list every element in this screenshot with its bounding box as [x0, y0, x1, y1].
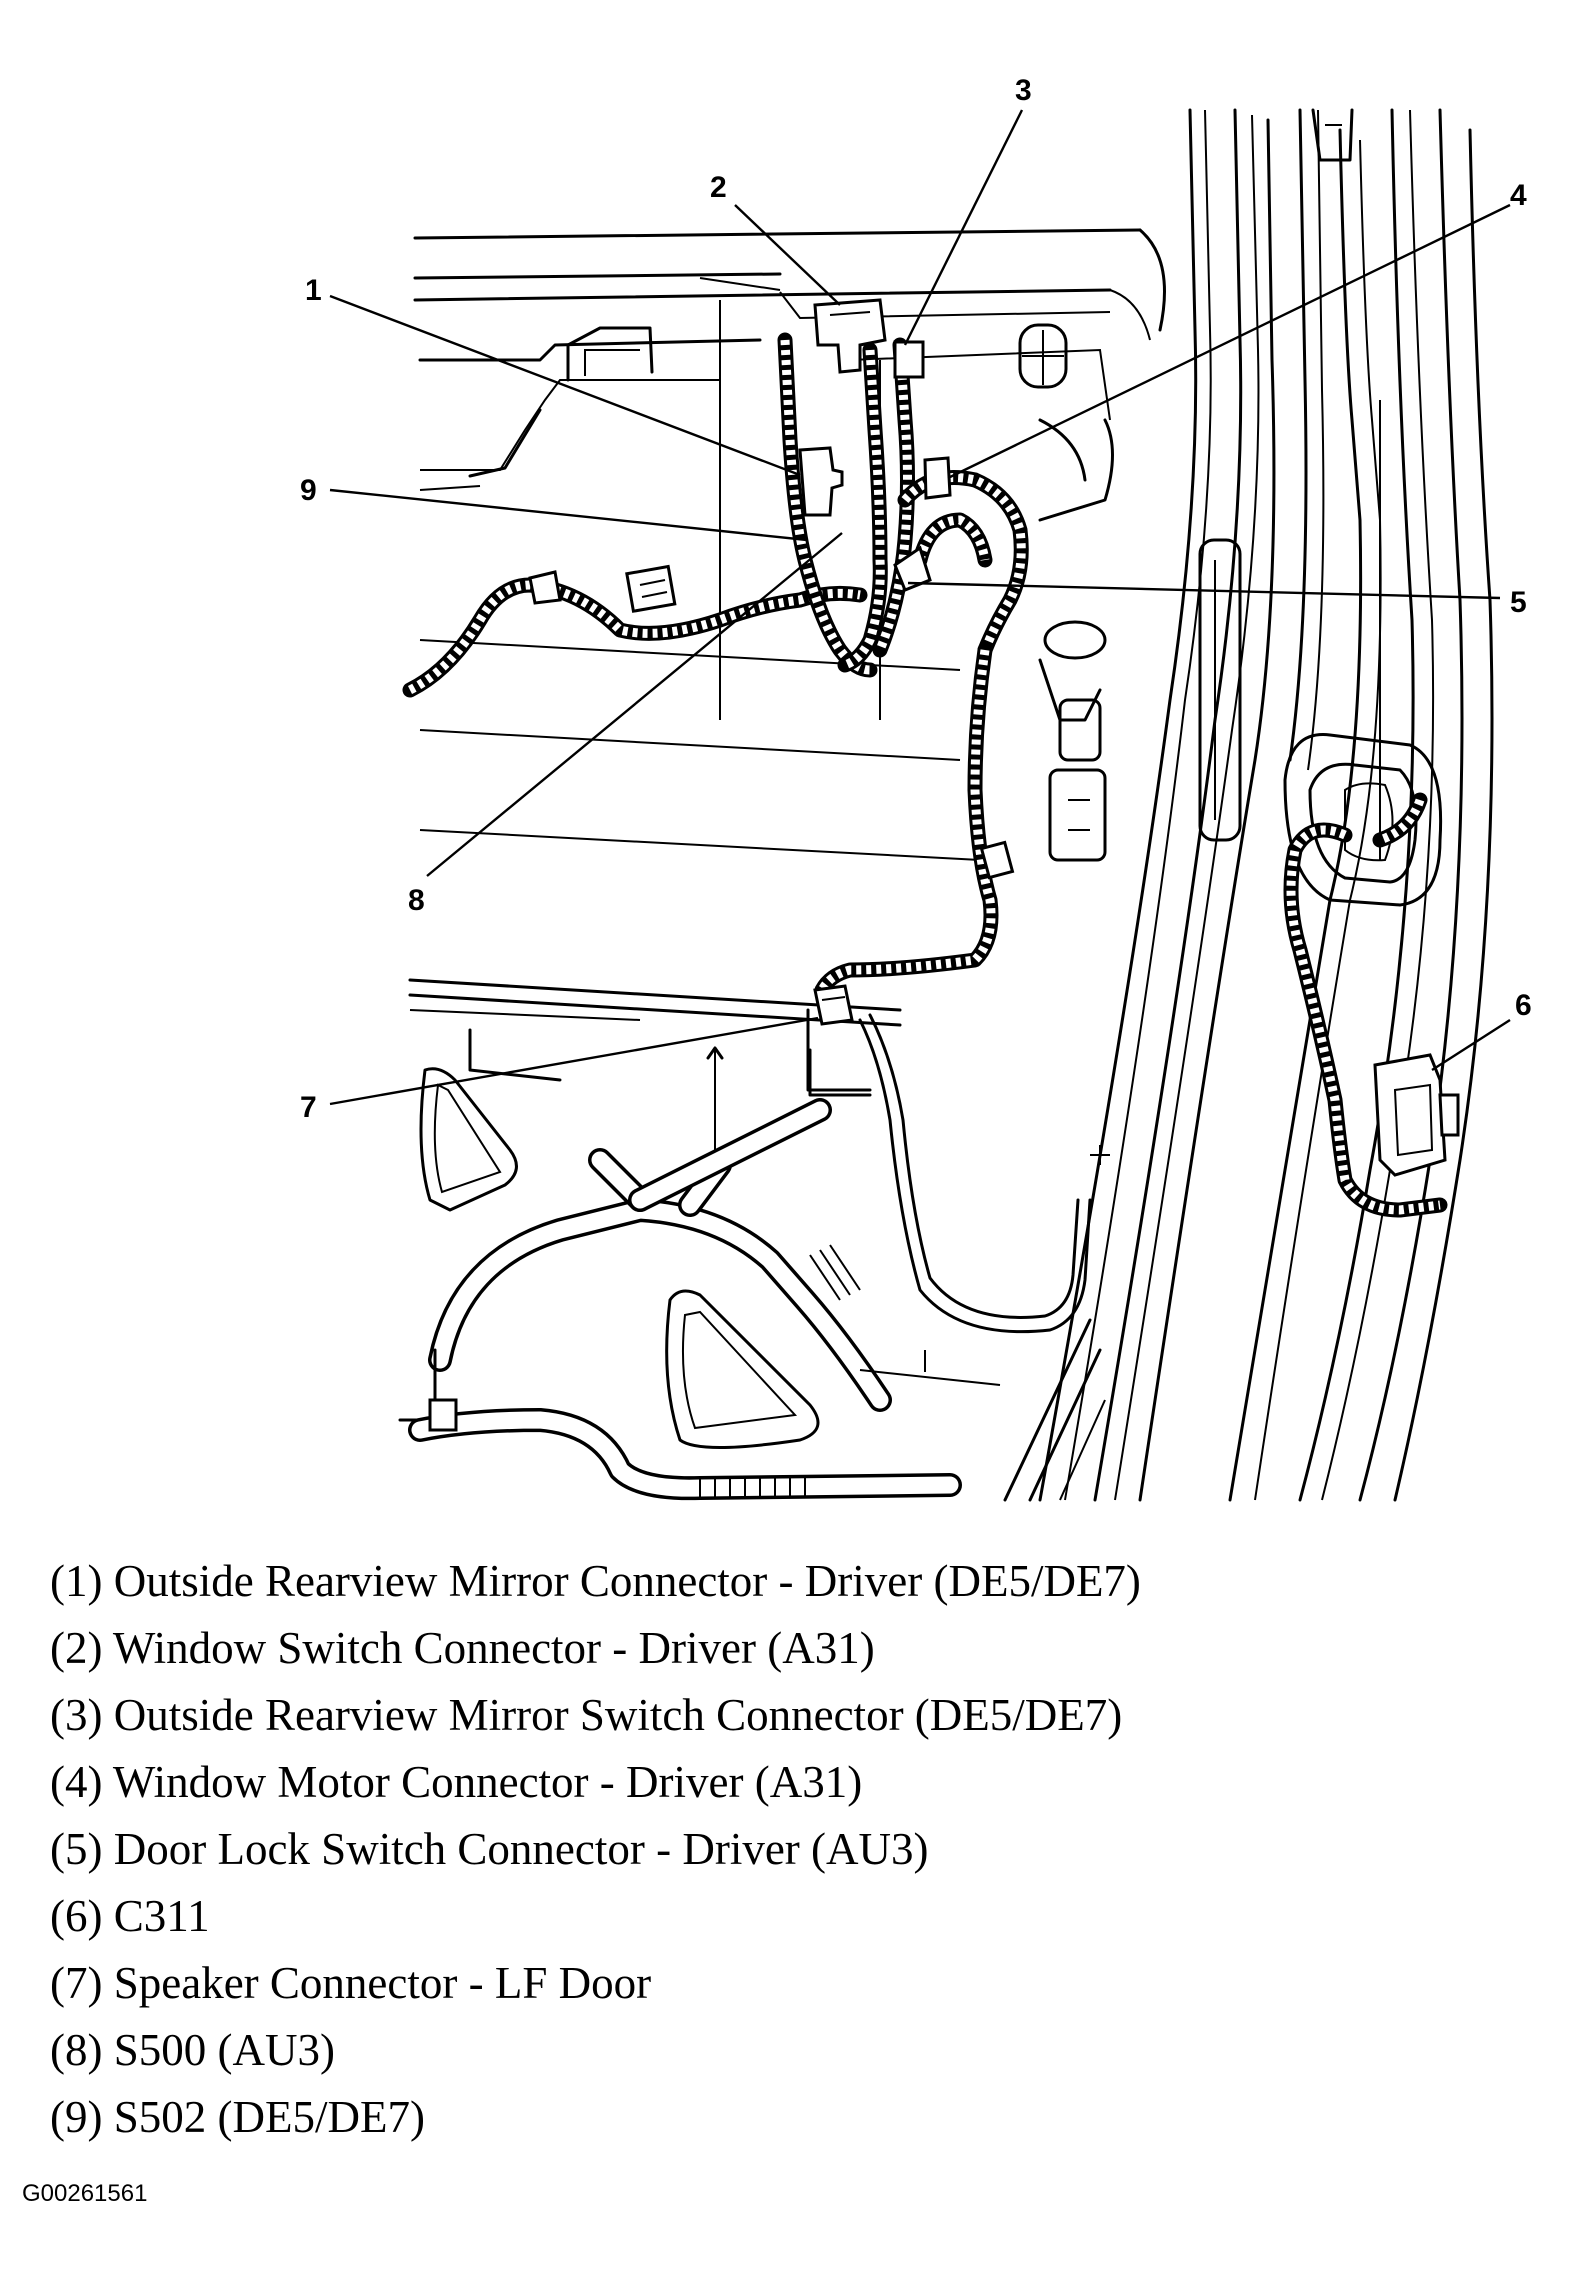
component-legend: (1) Outside Rearview Mirror Connector - … — [50, 1548, 1450, 2151]
figure-id: G00261561 — [22, 2180, 148, 2207]
connectors — [528, 298, 1460, 1177]
door-pillar-drawing — [1003, 108, 1494, 1502]
callout-3: 3 — [1015, 74, 1032, 107]
callout-8: 8 — [408, 884, 425, 917]
leader-lines — [329, 109, 1511, 1106]
legend-item: (2) Window Switch Connector - Driver (A3… — [50, 1623, 875, 1673]
door-wiring-diagram: 1 2 3 4 5 6 7 8 9 — [300, 74, 1532, 1502]
door-panel-drawing — [408, 228, 1166, 1160]
callout-5: 5 — [1510, 586, 1527, 619]
legend-item: (4) Window Motor Connector - Driver (A31… — [50, 1757, 863, 1807]
legend-item: (5) Door Lock Switch Connector - Driver … — [50, 1824, 929, 1874]
callout-2: 2 — [710, 171, 727, 204]
callout-9: 9 — [300, 474, 317, 507]
legend-item: (3) Outside Rearview Mirror Switch Conne… — [50, 1690, 1123, 1740]
legend-item: (6) C311 — [50, 1891, 210, 1941]
legend-item: (8) S500 (AU3) — [50, 2025, 335, 2075]
legend-item: (7) Speaker Connector - LF Door — [50, 1958, 652, 2008]
speaker-lead — [806, 1008, 1092, 1334]
callout-6: 6 — [1515, 989, 1532, 1022]
door-grommet — [1283, 733, 1443, 907]
callout-1: 1 — [305, 274, 322, 307]
legend-item: (9) S502 (DE5/DE7) — [50, 2092, 425, 2142]
callout-7: 7 — [300, 1091, 317, 1124]
legend-item: (1) Outside Rearview Mirror Connector - … — [50, 1556, 1141, 1606]
callout-4: 4 — [1510, 179, 1527, 212]
wiring-harness — [402, 332, 1448, 1218]
lower-door-brace — [398, 1067, 1110, 1501]
callout-labels: 1 2 3 4 5 6 7 8 9 — [300, 74, 1532, 1124]
